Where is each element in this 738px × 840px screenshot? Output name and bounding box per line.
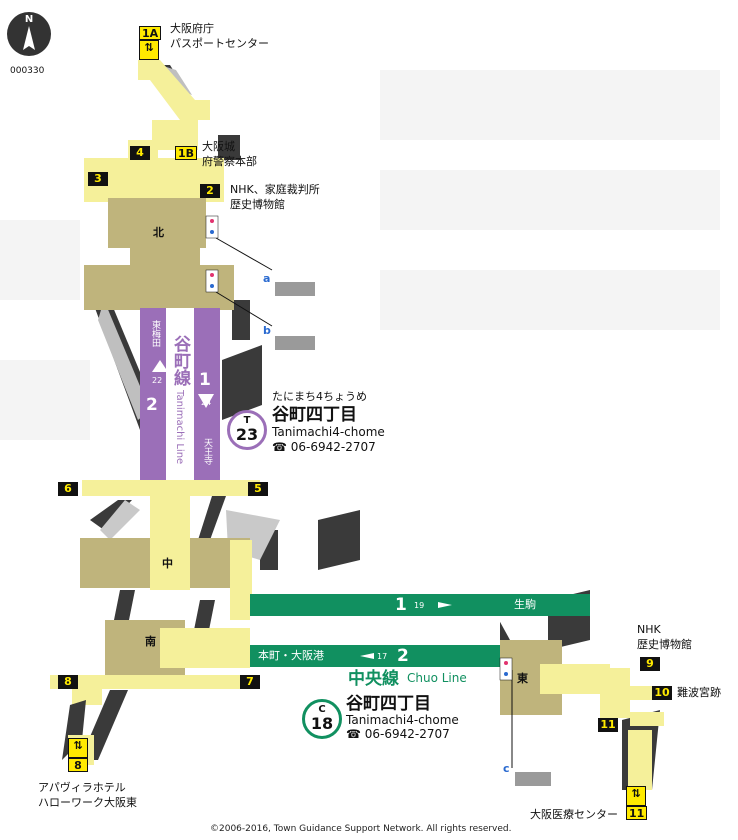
chuo-line-latin: Chuo Line (407, 671, 467, 685)
tanimachi-platform-2: 2 (146, 395, 158, 415)
tanimachi-next-2: 22 (152, 376, 163, 385)
exit-6[interactable]: 6 (58, 482, 78, 496)
place-label: アパヴィラホテル (38, 781, 126, 794)
elevator-icon: ⇅ (626, 786, 646, 806)
place-label: 大阪府庁 (170, 22, 214, 35)
place-label: 大阪城 (202, 140, 235, 153)
map-code: 000330 (10, 66, 45, 76)
south-concourse (50, 620, 260, 705)
elevator-icon: ⇅ (68, 738, 88, 758)
zone-middle: 中 (162, 557, 173, 570)
chuo-next-1: 19 (414, 601, 425, 610)
facility-blocks (275, 282, 551, 786)
direction-arrows (152, 360, 452, 659)
tanimachi-station-badge: T 23 (227, 410, 267, 450)
exit-1A[interactable]: 1A (139, 26, 162, 40)
copyright: ©2006-2016, Town Guidance Support Networ… (210, 824, 512, 834)
zone-east: 東 (517, 672, 528, 685)
toilet-icon (205, 215, 513, 681)
station-number: 18 (310, 714, 334, 733)
middle-corridor (82, 480, 260, 496)
place-label: パスポートセンター (170, 37, 269, 50)
facility-a: a (263, 272, 271, 285)
line-letter: C (318, 704, 326, 715)
exit-8-elevator[interactable]: 8 (68, 758, 88, 772)
station-romaji: Tanimachi4-chome (346, 713, 459, 727)
place-label: 府警察本部 (202, 155, 257, 168)
chuo-dir-1: 生駒 (514, 598, 536, 611)
compass-icon: N (7, 12, 51, 56)
middle-concourse (80, 490, 252, 620)
line-letter: T (243, 415, 251, 426)
place-label: 歴史博物館 (637, 638, 692, 651)
chuo-dir-2: 本町・大阪港 (258, 649, 324, 662)
place-label: NHK (637, 623, 661, 636)
tanimachi-line-name: 谷町線 (170, 335, 190, 386)
tanimachi-dir-1: 天王寺 (202, 438, 212, 465)
tanimachi-platform-1: 1 (199, 370, 211, 390)
station-phone: ☎ 06-6942-2707 (346, 727, 450, 741)
exit-10[interactable]: 10 (652, 686, 672, 700)
tanimachi-dir-2: 東梅田 (150, 320, 160, 347)
place-label: 難波宮跡 (677, 686, 721, 699)
station-name: 谷町四丁目 (346, 694, 431, 714)
station-name: 谷町四丁目 (272, 405, 357, 425)
compass-north-label: N (24, 14, 34, 25)
station-number: 23 (235, 425, 259, 444)
place-label: ハローワーク大阪東 (38, 796, 137, 809)
facility-c: c (503, 762, 510, 775)
chuo-platform (250, 594, 590, 667)
chuo-next-2: 17 (377, 652, 388, 661)
exit-9[interactable]: 9 (640, 657, 660, 671)
station-kana: たにまち4ちょうめ (272, 390, 367, 403)
chuo-platform-2: 2 (397, 646, 409, 666)
north-concourse (84, 198, 234, 310)
exit-11[interactable]: 11 (598, 718, 618, 732)
exit-8[interactable]: 8 (58, 675, 78, 689)
station-phone: ☎ 06-6942-2707 (272, 440, 376, 454)
station-romaji: Tanimachi4-chome (272, 425, 385, 439)
east-concourse (500, 640, 664, 790)
chuo-line-name: 中央線 (348, 669, 399, 689)
zone-north: 北 (153, 226, 164, 239)
exit-4[interactable]: 4 (130, 146, 150, 160)
exit-3[interactable]: 3 (88, 172, 108, 186)
chuo-station-badge: C 18 (302, 699, 342, 739)
place-label: 歴史博物館 (230, 198, 285, 211)
chuo-platform-1: 1 (395, 595, 407, 615)
exit-1B[interactable]: 1B (175, 146, 198, 160)
exit-11-elevator[interactable]: 11 (626, 806, 648, 820)
exit-5[interactable]: 5 (248, 482, 268, 496)
facility-b: b (263, 324, 271, 337)
elevator-icon: ⇅ (139, 40, 159, 60)
tanimachi-next-1: 24 (201, 398, 212, 407)
leader-lines (215, 237, 513, 768)
background-watermark (0, 70, 720, 440)
place-label: NHK、家庭裁判所 (230, 183, 320, 196)
place-label: 大阪医療センター (530, 808, 618, 821)
exit-2[interactable]: 2 (200, 184, 220, 198)
tanimachi-line-latin: Tanimachi Line (174, 390, 185, 465)
exit-7[interactable]: 7 (240, 675, 260, 689)
zone-south: 南 (145, 635, 156, 648)
